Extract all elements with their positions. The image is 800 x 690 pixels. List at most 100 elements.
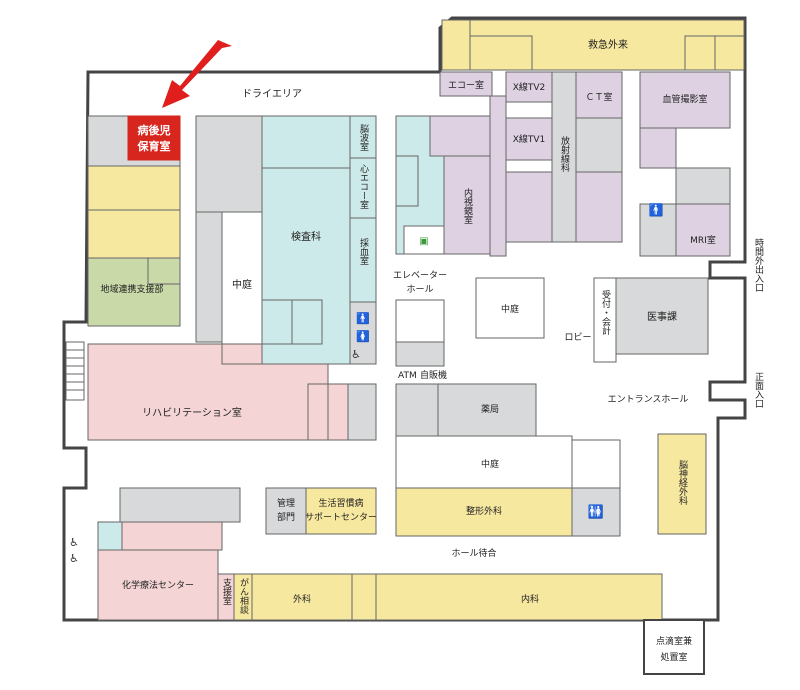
courtyard-2-label: 中庭 [501,303,519,315]
angiography-label: 血管撮影室 [662,93,707,105]
pharmacy-sub [395,383,439,437]
xray-tv2-label: X線TV2 [513,81,546,93]
wheelchair-icon: ♿ [351,348,361,361]
internal-med-label: 内科 [521,593,539,605]
cancer-consult-label: がん相談 [238,577,249,615]
lifestyle-label-1: 生活習慣病 [318,497,363,509]
elevator-icon: ▣ [419,236,428,247]
pink-small [121,521,223,551]
ct-label: ＣＴ室 [585,91,612,103]
gray-block-bottom-1 [119,487,241,523]
after-hours-entrance-label: 時間外出入口 [753,238,764,292]
rehab-label: リハビリテーション室 [142,406,242,419]
lab-sub-3 [291,299,323,345]
gray-block-a [195,115,263,213]
chemo-label: 化学療法センター [122,579,194,591]
lab-sub-2 [261,299,293,345]
wheelchair-icon-2: ♿ [69,536,79,549]
elevator-teal [403,225,445,255]
emergency-sub-2 [469,35,533,71]
yellow-room-left-1 [87,165,181,211]
endoscopy-top [429,115,491,157]
toilet-icon: 🚹 [649,203,664,217]
gray-block-b [195,211,223,343]
echo-cardio-label: 心エコー室 [358,164,369,209]
toilet-female-icon: 🚺 [356,330,370,343]
elevator-hall-label-2: ホール [406,284,433,295]
yellow-room-left-2 [87,209,181,259]
admin-label-2: 部門 [277,511,295,523]
medical-affairs-label: 医事課 [647,310,677,323]
drip-room [643,619,705,675]
mri-label: MRI室 [690,234,716,246]
radiology-block-a [505,171,553,243]
neurosurgery-label: 脳神経外科 [677,459,688,506]
drip-label-1: 点滴室兼 [656,635,692,647]
drip-label-2: 処置室 [660,651,687,663]
brain-wave-label: 脳波室 [358,123,369,151]
main-entrance-label: 正面入口 [753,372,764,408]
mri-annex-1 [639,127,677,169]
echo-cardio-room [349,157,377,219]
pediatric-care-label-2: 保育室 [137,139,171,153]
vending-label: 自販機 [420,369,447,381]
radiology-corridor [551,71,577,243]
radiology-label: 放射線科 [559,135,570,173]
atm-label: ATM [398,371,417,381]
stairs-center [571,439,621,489]
echo-label: エコー室 [448,79,484,91]
wheelchair-icon-3: ♿ [69,552,79,565]
radiology-block-c [575,117,623,173]
xray-tv1-room [505,117,553,161]
lifestyle-label-2: サポートセンター [305,512,377,523]
red-arrow-icon [162,40,232,108]
purple-corridor-left [489,95,507,257]
blood-draw-room [349,217,377,303]
pharmacy-label: 薬局 [481,403,499,415]
lab-label: 検査科 [291,230,321,243]
mri-room [675,203,731,257]
toilet-male-icon: 🚹 [356,312,370,325]
blood-draw-label: 採血室 [358,237,369,265]
orthopedics-label: 整形外科 [466,505,502,517]
admin-room [265,487,307,535]
community-support-label: 地域連携支援部 [100,283,163,295]
ct-room [575,71,623,119]
neurosurgery-room [657,433,707,535]
courtyard-3-label: 中庭 [481,458,499,470]
mri-annex-2 [675,167,731,205]
chemo-room [97,549,219,621]
yellow-narrow [351,573,377,621]
pediatric-care-room [127,115,181,161]
lifestyle-room [305,487,377,535]
courtyard-1 [221,211,263,345]
waiting-hall-label: ホール待合 [451,547,496,559]
courtyard-1-label: 中庭 [232,278,252,291]
admin-label-1: 管理 [277,497,295,509]
entrance-hall-label: エントランスホール [608,394,689,405]
endoscopy-room [443,155,491,255]
reception-label: 受付・会計 [600,289,611,336]
medical-affairs-room [615,277,709,355]
lab-sub-1 [261,115,351,169]
pediatric-care-label-1: 病後児 [138,123,171,137]
support-room-label: 支援室 [221,577,232,605]
brain-wave-room [349,115,377,159]
teal-sub [395,155,419,207]
rehab-sub-gray [347,383,377,441]
stairs-left [65,341,85,401]
emergency-sub-1 [441,19,471,71]
rehab-sub-2 [327,383,349,441]
radiology-block-b [575,171,623,243]
restroom-ortho [571,487,621,537]
emergency-sub-3 [684,35,716,71]
xray-tv2-room [505,71,553,103]
internal-med-room [375,573,663,621]
xray-tv1-label: X線TV1 [513,133,546,145]
endoscopy-label: 内視鏡室 [462,187,473,224]
courtyard-2 [475,277,545,339]
restroom-lab [349,301,377,365]
restroom-area-angio [639,203,677,257]
emergency-label: 救急外来 [588,38,628,51]
